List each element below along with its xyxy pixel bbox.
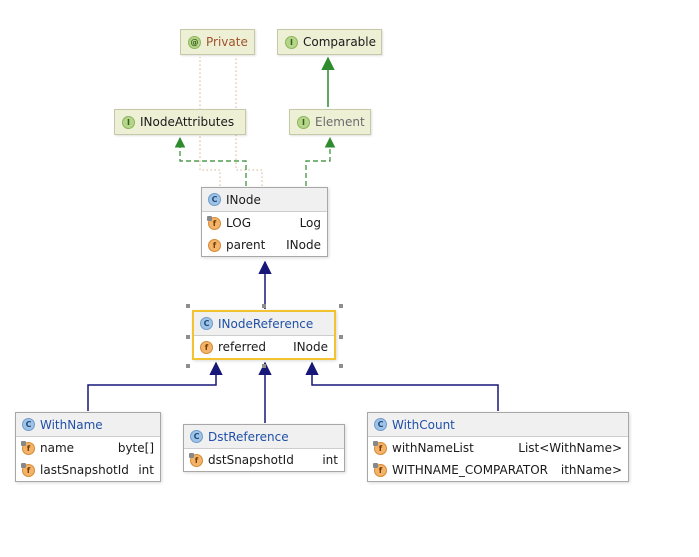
selection-handle[interactable] <box>339 335 343 339</box>
field-icon: f <box>208 238 221 252</box>
node-dstreference[interactable]: C DstReference f dstSnapshotId int <box>183 424 345 472</box>
field-type: INode <box>293 340 328 354</box>
node-element-label: Element <box>315 115 365 129</box>
class-icon: C <box>374 418 387 431</box>
interface-icon: I <box>122 115 135 129</box>
interface-icon: I <box>297 115 310 129</box>
node-inodeattributes-label: INodeAttributes <box>140 115 235 129</box>
private-field-icon: f <box>207 215 221 230</box>
extends-edge-withname-inodereference <box>87 361 223 411</box>
private-field-icon: f <box>373 440 387 455</box>
field-icon: f <box>200 340 213 354</box>
field-name: dstSnapshotId <box>208 453 294 467</box>
field-name: referred <box>218 340 267 354</box>
field-type: byte[] <box>117 441 154 455</box>
node-inodereference[interactable]: C INodeReference f referred INode <box>192 310 336 360</box>
node-withcount[interactable]: C WithCount f withNameList List<WithName… <box>367 412 629 482</box>
node-inodeattributes[interactable]: I INodeAttributes <box>114 109 246 135</box>
field-row: f parent INode <box>202 234 327 256</box>
selection-handle[interactable] <box>262 304 266 308</box>
node-private[interactable]: @ Private <box>180 29 255 55</box>
field-type: Log <box>299 216 321 230</box>
field-type: int <box>138 463 154 477</box>
private-field-icon: f <box>21 462 35 477</box>
node-dstreference-label: DstReference <box>208 429 289 444</box>
field-type: ithName> <box>560 463 622 477</box>
node-comparable-label: Comparable <box>303 35 377 49</box>
node-withname-label: WithName <box>40 417 103 432</box>
field-name: WITHNAME_COMPARATOR <box>392 463 548 477</box>
field-row: f WITHNAME_COMPARATOR ithName> <box>368 459 628 481</box>
node-inode[interactable]: C INode f LOG Log f parent INode <box>201 187 328 257</box>
field-name: withNameList <box>392 441 474 455</box>
selection-handle[interactable] <box>186 304 190 308</box>
node-withname[interactable]: C WithName f name byte[] f lastSnapshotI… <box>15 412 161 482</box>
node-inodereference-label: INodeReference <box>218 316 314 331</box>
selection-handle[interactable] <box>262 364 266 368</box>
implements-edge-inode-element <box>305 136 336 186</box>
implements-edge-inode-inodeattributes <box>174 136 247 186</box>
field-row: f withNameList List<WithName> <box>368 437 628 459</box>
node-withcount-label: WithCount <box>392 417 455 432</box>
node-inode-label: INode <box>226 192 261 207</box>
selection-handle[interactable] <box>339 304 343 308</box>
extends-edge-withcount-inodereference <box>305 361 499 411</box>
field-name: name <box>40 441 75 455</box>
annotation-edge-inode-private-2 <box>235 57 263 186</box>
field-row: f name byte[] <box>16 437 160 459</box>
field-row: f lastSnapshotId int <box>16 459 160 481</box>
class-icon: C <box>200 317 213 330</box>
node-inodereference-header: C INodeReference <box>194 312 334 336</box>
node-comparable[interactable]: I Comparable <box>277 29 382 55</box>
interface-icon: I <box>285 35 298 49</box>
field-row: f LOG Log <box>202 212 327 234</box>
node-dstreference-header: C DstReference <box>184 425 344 449</box>
field-type: INode <box>286 238 321 252</box>
node-withcount-header: C WithCount <box>368 413 628 437</box>
selection-handle[interactable] <box>186 335 190 339</box>
node-private-label: Private <box>206 35 248 49</box>
field-name: LOG <box>226 216 252 230</box>
node-inode-header: C INode <box>202 188 327 212</box>
field-name: parent <box>226 238 266 252</box>
class-icon: C <box>22 418 35 431</box>
field-row: f referred INode <box>194 336 334 358</box>
class-icon: C <box>208 193 221 206</box>
private-field-icon: f <box>21 440 35 455</box>
private-field-icon: f <box>189 452 203 467</box>
private-field-icon: f <box>373 462 387 477</box>
class-icon: C <box>190 430 203 443</box>
field-name: lastSnapshotId <box>40 463 129 477</box>
node-element[interactable]: I Element <box>289 109 371 135</box>
selection-handle[interactable] <box>339 364 343 368</box>
field-type: List<WithName> <box>518 441 622 455</box>
private-annotation-icon: @ <box>188 35 201 49</box>
node-withname-header: C WithName <box>16 413 160 437</box>
selection-handle[interactable] <box>186 364 190 368</box>
field-type: int <box>322 453 338 467</box>
field-row: f dstSnapshotId int <box>184 449 344 471</box>
